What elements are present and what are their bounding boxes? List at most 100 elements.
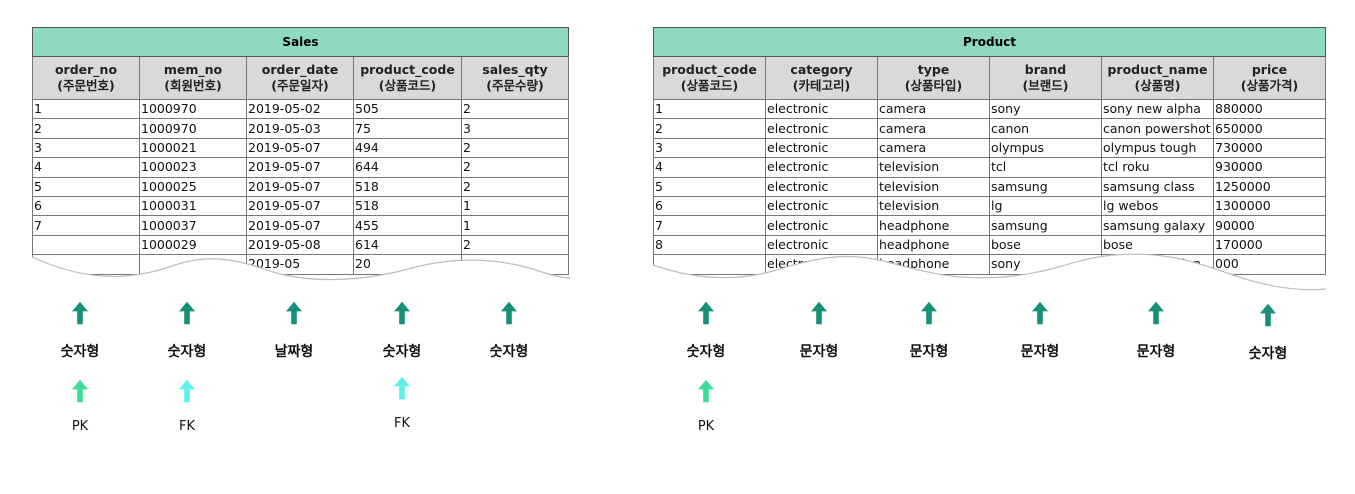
table-cell: 2019-05-08 xyxy=(246,234,354,256)
key-indicator: FK xyxy=(362,374,442,431)
column-name: order_no xyxy=(54,62,118,77)
table-cell: 7 xyxy=(653,215,766,236)
table-cell: olympus xyxy=(989,137,1102,159)
table-cell: electronic xyxy=(765,157,878,178)
table-cell: 1000023 xyxy=(139,157,247,178)
table-cell: electronic xyxy=(765,176,878,197)
table-cell: electronic xyxy=(765,215,878,236)
table-cell: 2 xyxy=(461,98,569,120)
table-cell: camera xyxy=(877,98,990,120)
data-type-label: 숫자형 xyxy=(1248,346,1288,362)
product-table: Product product_code(상품코드)category(카테고리)… xyxy=(653,27,1326,275)
data-type-label: 날짜형 xyxy=(274,344,314,360)
table-cell: bose xyxy=(1101,234,1214,256)
key-label: PK xyxy=(71,419,89,434)
table-cell: camera xyxy=(877,118,990,139)
table-cell: 1300000 xyxy=(1213,195,1326,217)
up-arrow-icon xyxy=(1260,303,1276,327)
column-korean-name: (주문수량) xyxy=(486,78,544,93)
table-cell: headphone xyxy=(877,215,990,236)
product-table-title: Product xyxy=(653,27,1326,57)
column-korean-name: (회원번호) xyxy=(164,78,222,93)
data-type-label: 문자형 xyxy=(799,344,839,360)
product-column-header: category(카테고리) xyxy=(765,56,878,100)
table-cell: 4 xyxy=(653,157,766,178)
table-cell: 1000970 xyxy=(139,118,247,139)
column-name: type xyxy=(917,62,950,77)
up-arrow-icon xyxy=(698,301,714,325)
table-cell: canon powershot xyxy=(1101,118,1214,139)
column-name: sales_qty xyxy=(482,62,548,77)
table-cell: 2 xyxy=(32,118,140,139)
up-arrow-icon xyxy=(1032,301,1048,325)
table-cell: 2 xyxy=(461,157,569,178)
column-korean-name: (상품명) xyxy=(1134,78,1181,93)
up-arrow-icon xyxy=(286,301,302,325)
table-cell: 75 xyxy=(353,118,462,139)
table-cell: 1000970 xyxy=(139,98,247,120)
sales-column-header: product_code(상품코드) xyxy=(353,56,462,100)
key-indicator: PK xyxy=(666,377,746,434)
sales-table: Sales order_no(주문번호)mem_no(회원번호)order_da… xyxy=(32,27,569,275)
table-cell: 4 xyxy=(32,157,140,178)
sales-table-title: Sales xyxy=(32,27,569,57)
column-korean-name: (주문일자) xyxy=(271,78,329,93)
table-cell: electronic xyxy=(765,118,878,139)
product-column-header: price(상품가격) xyxy=(1213,56,1326,100)
table-cell: electronic xyxy=(765,137,878,159)
data-type-label: 숫자형 xyxy=(489,344,529,360)
data-type-indicator: 숫자형 xyxy=(147,299,227,361)
sales-column-header: sales_qty(주문수량) xyxy=(461,56,569,100)
up-arrow-icon xyxy=(921,301,937,325)
table-cell: tcl xyxy=(989,157,1102,178)
column-korean-name: (주문번호) xyxy=(57,78,115,93)
table-cell: electronic xyxy=(765,234,878,256)
up-arrow-icon xyxy=(811,301,827,325)
sales-column-header: order_date(주문일자) xyxy=(246,56,354,100)
data-type-label: 문자형 xyxy=(909,344,949,360)
data-type-indicator: 문자형 xyxy=(889,299,969,361)
data-type-indicator: 숫자형 xyxy=(469,299,549,361)
table-cell: 614 xyxy=(353,234,462,256)
data-type-indicator: 숫자형 xyxy=(1228,301,1308,363)
column-korean-name: (브랜드) xyxy=(1022,78,1069,93)
table-cell: bose xyxy=(989,234,1102,256)
table-cell: 1 xyxy=(461,195,569,217)
table-cell: 455 xyxy=(353,215,462,236)
table-cell: 2 xyxy=(653,118,766,139)
table-cell: 2 xyxy=(461,234,569,256)
data-type-indicator: 숫자형 xyxy=(362,299,442,361)
up-arrow-icon xyxy=(72,301,88,325)
sales-column-header: order_no(주문번호) xyxy=(32,56,140,100)
table-cell: 7 xyxy=(32,215,140,236)
data-type-label: 숫자형 xyxy=(167,344,207,360)
table-cell: television xyxy=(877,195,990,217)
torn-edge-wave xyxy=(32,256,570,282)
torn-edge-wave xyxy=(653,253,1326,292)
up-arrow-icon xyxy=(698,379,714,403)
table-cell: 2019-05-07 xyxy=(246,137,354,159)
column-name: order_date xyxy=(261,62,339,77)
table-cell: 518 xyxy=(353,176,462,197)
up-arrow-icon xyxy=(179,301,195,325)
up-arrow-icon xyxy=(501,301,517,325)
column-korean-name: (상품가격) xyxy=(1240,78,1299,93)
product-column-header: brand(브랜드) xyxy=(989,56,1102,100)
table-cell: samsung xyxy=(989,176,1102,197)
up-arrow-icon xyxy=(179,379,195,403)
table-cell: 2019-05-07 xyxy=(246,215,354,236)
table-cell: 650000 xyxy=(1213,118,1326,139)
table-cell: 2019-05-03 xyxy=(246,118,354,139)
table-cell: lg webos xyxy=(1101,195,1214,217)
column-korean-name: (상품코드) xyxy=(680,78,739,93)
data-type-indicator: 숫자형 xyxy=(40,299,120,361)
table-cell: 2019-05-07 xyxy=(246,195,354,217)
table-cell: 730000 xyxy=(1213,137,1326,159)
table-cell: 1 xyxy=(461,215,569,236)
